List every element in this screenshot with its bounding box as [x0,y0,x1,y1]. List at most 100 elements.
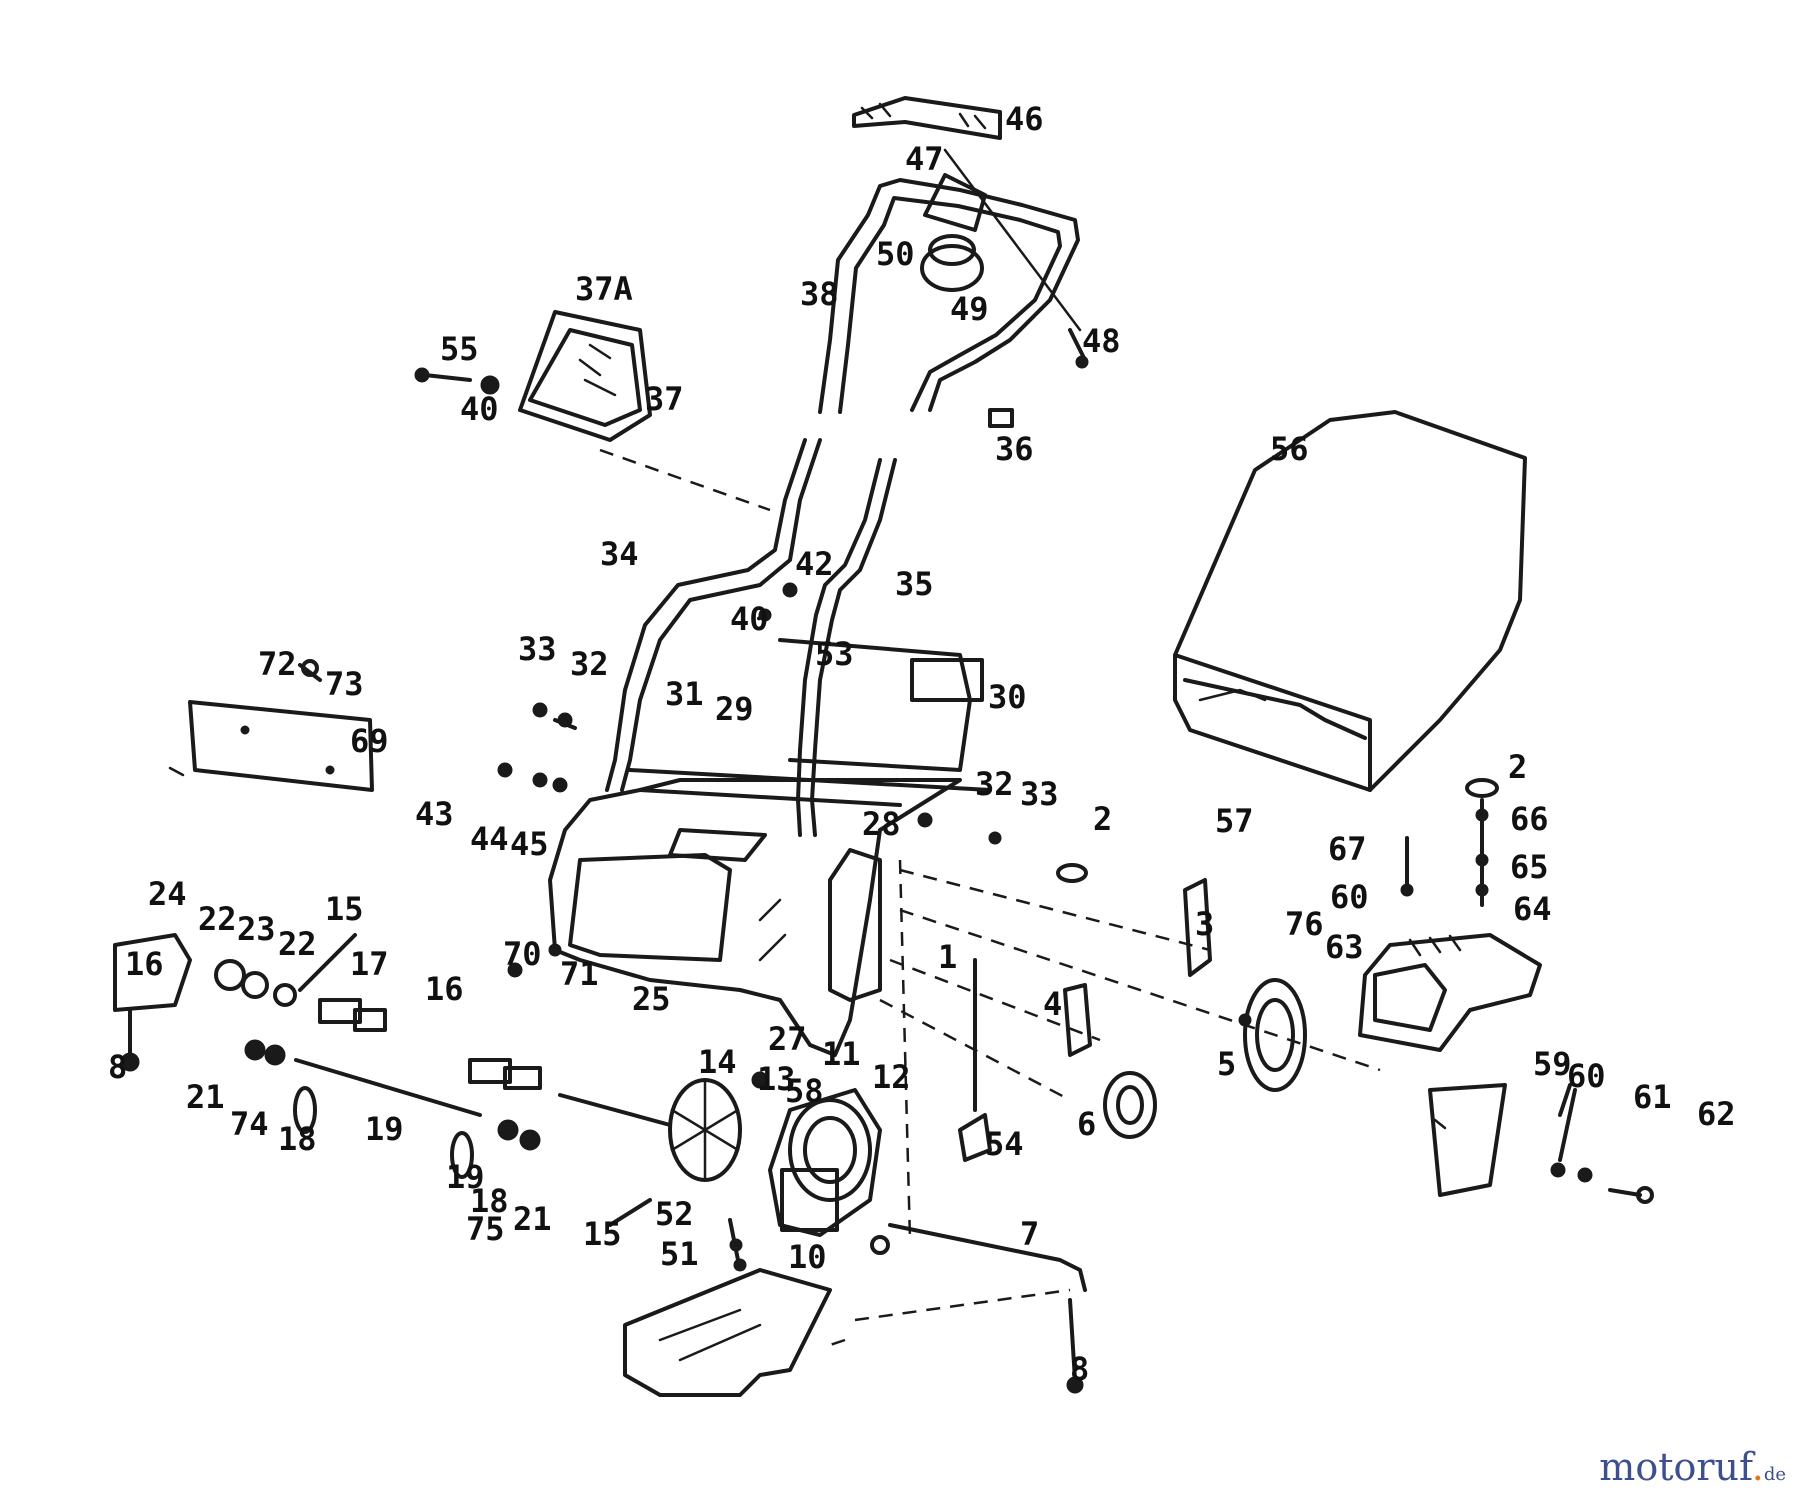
part-label: 12 [872,1058,911,1096]
adjust-rod [829,1223,1087,1394]
part-label: 71 [560,955,599,993]
part-label: 30 [988,678,1027,716]
part-label: 58 [785,1072,824,1110]
part-label: 31 [665,675,704,713]
knob-parts [1056,778,1499,907]
grass-bag [1173,410,1527,792]
part-label: 66 [1510,800,1549,838]
handle-upper-bar [818,178,1080,414]
part-label: 65 [1510,848,1549,886]
rear-flap [910,658,984,702]
part-label: 45 [510,825,549,863]
part-label: 74 [230,1105,269,1143]
part-label: 33 [1020,775,1059,813]
part-label: 22 [278,925,317,963]
watermark-dot: . [1751,1445,1764,1489]
motor [751,1071,882,1237]
part-label: 49 [950,290,989,328]
part-label: 8 [108,1048,127,1086]
screws-washers [497,582,1002,978]
part-label: 32 [975,765,1014,803]
watermark-tld: de [1763,1464,1786,1485]
part-label: 40 [460,390,499,428]
part-label: 47 [905,140,944,178]
part-label: 76 [1285,905,1324,943]
part-label: 62 [1697,1095,1736,1133]
part-label: 35 [895,565,934,603]
part-label: 7 [1020,1215,1039,1253]
part-label: 14 [698,1043,737,1081]
part-label: 37A [575,270,633,308]
part-label: 25 [632,980,671,1018]
part-label: 53 [815,635,854,673]
deflector [1428,1083,1507,1197]
part-label: 28 [862,805,901,843]
part-label: 29 [715,690,754,728]
part-label: 8 [1070,1350,1089,1388]
part-label: 3 [1195,905,1214,943]
wheel-bracket [1063,878,1212,1057]
rear-wheel-large [1238,978,1307,1092]
part-label: 75 [466,1210,505,1248]
part-label: 55 [440,330,479,368]
part-label: 50 [876,235,915,273]
part-label: 23 [237,910,276,948]
part-label: 57 [1215,802,1254,840]
part-label: 51 [660,1235,699,1273]
part-label: 38 [800,275,839,313]
part-label: 1 [938,938,957,976]
motor-screws [608,1198,747,1272]
part-label: 64 [1513,890,1552,928]
part-label: 24 [148,875,187,913]
part-label: 27 [768,1020,807,1058]
part-label: 13 [757,1060,796,1098]
handle-top-grip [852,96,1002,140]
part-label: 33 [518,630,557,668]
bottom-plate [623,1268,832,1397]
part-label: 18 [470,1182,509,1220]
part-label: 22 [198,900,237,938]
part-label: 60 [1330,878,1369,916]
part-label: 15 [325,890,364,928]
part-label: 21 [186,1078,225,1116]
part-label: 43 [415,795,454,833]
part-label: 17 [350,945,389,983]
part-label: 2 [1508,748,1527,786]
part-label: 32 [570,645,609,683]
part-label: 48 [1082,322,1121,360]
part-label: 4 [1043,985,1062,1023]
part-label: 18 [278,1120,317,1158]
part-label: 63 [1325,928,1364,966]
side-bracket-left [113,933,357,1072]
part-label: 37 [645,380,684,418]
front-wheel-small [1103,1071,1157,1139]
part-label: 70 [503,935,542,973]
part-label: 73 [325,665,364,703]
part-label: 5 [1217,1045,1236,1083]
part-label: 60 [1567,1057,1606,1095]
motoruf-watermark: motoruf.de [1599,1445,1786,1489]
part-label: 16 [125,945,164,983]
bag-cover [1358,933,1542,1052]
spacer-set [318,998,542,1090]
part-label: 36 [995,430,1034,468]
part-label: 42 [795,545,834,583]
part-label: 69 [350,722,389,760]
part-label: 2 [1093,800,1112,838]
part-label: 46 [1005,100,1044,138]
part-label: 19 [365,1110,404,1148]
part-label: 16 [425,970,464,1008]
fastener-kit [1550,1083,1654,1204]
part-label: 15 [583,1215,622,1253]
handle-lower-right [796,458,897,837]
part-label: 56 [1270,430,1309,468]
part-label: 61 [1633,1078,1672,1116]
part-label: 6 [1077,1105,1096,1143]
cable-clip [988,408,1014,428]
part-label: 10 [788,1238,827,1276]
cable-box [414,310,771,512]
part-label: 54 [985,1125,1024,1163]
fan-wheel [668,1078,742,1182]
part-label: 44 [470,820,509,858]
